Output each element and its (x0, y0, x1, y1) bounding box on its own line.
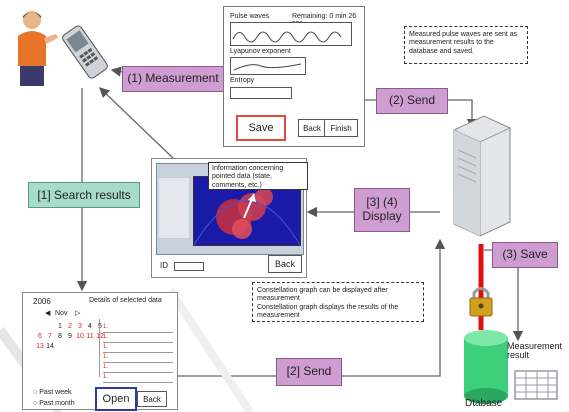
divider (99, 319, 100, 377)
result-table-icon (514, 370, 558, 400)
database-icon (464, 330, 508, 404)
measurement-result-label: Measurement result (507, 341, 563, 361)
past-month-radio[interactable]: ○ Past month (33, 400, 75, 407)
save-label-3: (3) Save (492, 242, 558, 268)
info-tooltip: Information concerning pointed data (sta… (208, 162, 308, 190)
prev-month-icon[interactable]: ◀ (45, 310, 51, 317)
detail-row[interactable]: 1. (103, 343, 173, 353)
display-label: [3] (4) Display (354, 188, 410, 232)
database-label: Dtabase (465, 398, 503, 409)
mobile-phone-icon (62, 25, 108, 79)
back-button[interactable]: Back (298, 119, 326, 137)
day-cell[interactable]: 10 (76, 333, 84, 340)
id-label: ID (160, 261, 168, 270)
pointer-arrow-icon (243, 193, 256, 219)
measured-pulse-note: Measured pulse waves are sent as measure… (404, 26, 528, 64)
details-list: 1. 1. 1. 1. 1. 1. (103, 323, 173, 383)
day-cell[interactable] (45, 323, 55, 333)
details-label: Details of selected data (89, 297, 162, 304)
lyapunov-label: Lyapunov exponent (230, 48, 291, 55)
constellation-note-line1: Constellation graph can be displayed aft… (257, 287, 388, 303)
day-cell[interactable]: 2 (68, 323, 72, 330)
day-cell[interactable]: 9 (68, 333, 72, 340)
day-cell[interactable] (55, 343, 65, 353)
calendar-row: 1 2 3 4 5 (35, 323, 107, 333)
save-button[interactable]: Save (236, 115, 286, 141)
calendar-row: 6 7 8 9 10 11 12 (35, 333, 107, 343)
lyapunov-chart (230, 57, 306, 75)
day-cell[interactable]: 8 (58, 333, 62, 340)
search-results-label: [1] Search results (28, 182, 140, 208)
day-cell[interactable]: 6 (38, 333, 42, 340)
search-results-screen: 2006 Details of selected data ◀ Nov ▷ 1 … (22, 292, 178, 411)
back-button-display[interactable]: Back (268, 255, 302, 273)
send-label-2b: [2] Send (276, 358, 342, 386)
day-cell[interactable] (75, 343, 85, 353)
detail-row[interactable]: 1. (103, 373, 173, 383)
constellation-note: Constellation graph can be displayed aft… (252, 282, 424, 322)
side-controls (159, 178, 189, 238)
month-label: Nov (55, 310, 68, 317)
user-person-illustration (18, 11, 58, 86)
year-label: 2006 (33, 297, 51, 306)
measurement-screen: Pulse waves Remaining: 0 min 26 sec Lyap… (223, 6, 365, 147)
day-cell[interactable]: 4 (88, 323, 92, 330)
calendar-row: 13 14 (35, 343, 107, 353)
day-cell[interactable] (85, 343, 95, 353)
calendar-grid: 1 2 3 4 5 6 7 8 9 10 11 12 13 14 (35, 323, 107, 353)
detail-row[interactable]: 1. (103, 323, 173, 333)
detail-row[interactable]: 1. (103, 353, 173, 363)
send-label-2: (2) Send (376, 88, 448, 114)
entropy-bar (230, 87, 292, 99)
day-cell[interactable]: 1 (58, 323, 62, 330)
day-cell[interactable]: 14 (46, 343, 54, 350)
measurement-label: (1) Measurement (122, 66, 224, 92)
entropy-label: Entropy (230, 77, 255, 84)
day-cell[interactable]: 3 (78, 323, 82, 330)
past-week-label: Past week (39, 389, 72, 396)
finish-button[interactable]: Finish (324, 119, 358, 137)
day-cell[interactable] (65, 343, 75, 353)
day-cell[interactable]: 5 (98, 323, 102, 330)
pulse-wave-chart (230, 22, 352, 46)
detail-row[interactable]: 1. (103, 333, 173, 343)
next-month-icon[interactable]: ▷ (75, 310, 81, 317)
constellation-note-line2: Constellation graph displays the results… (257, 303, 399, 320)
open-button[interactable]: Open (95, 387, 137, 411)
day-cell[interactable]: 11 (86, 333, 94, 340)
day-cell[interactable] (35, 323, 45, 333)
detail-row[interactable]: 1. (103, 363, 173, 373)
pulse-waves-label: Pulse waves (230, 13, 270, 20)
server-icon (453, 115, 511, 237)
past-month-label: Past month (39, 400, 75, 407)
back-button-calendar[interactable]: Back (137, 391, 167, 407)
id-field[interactable] (174, 262, 204, 271)
lock-icon (469, 287, 493, 317)
past-week-radio[interactable]: ○ Past week (33, 389, 72, 396)
day-cell[interactable]: 7 (48, 333, 52, 340)
day-cell[interactable]: 13 (36, 343, 44, 350)
